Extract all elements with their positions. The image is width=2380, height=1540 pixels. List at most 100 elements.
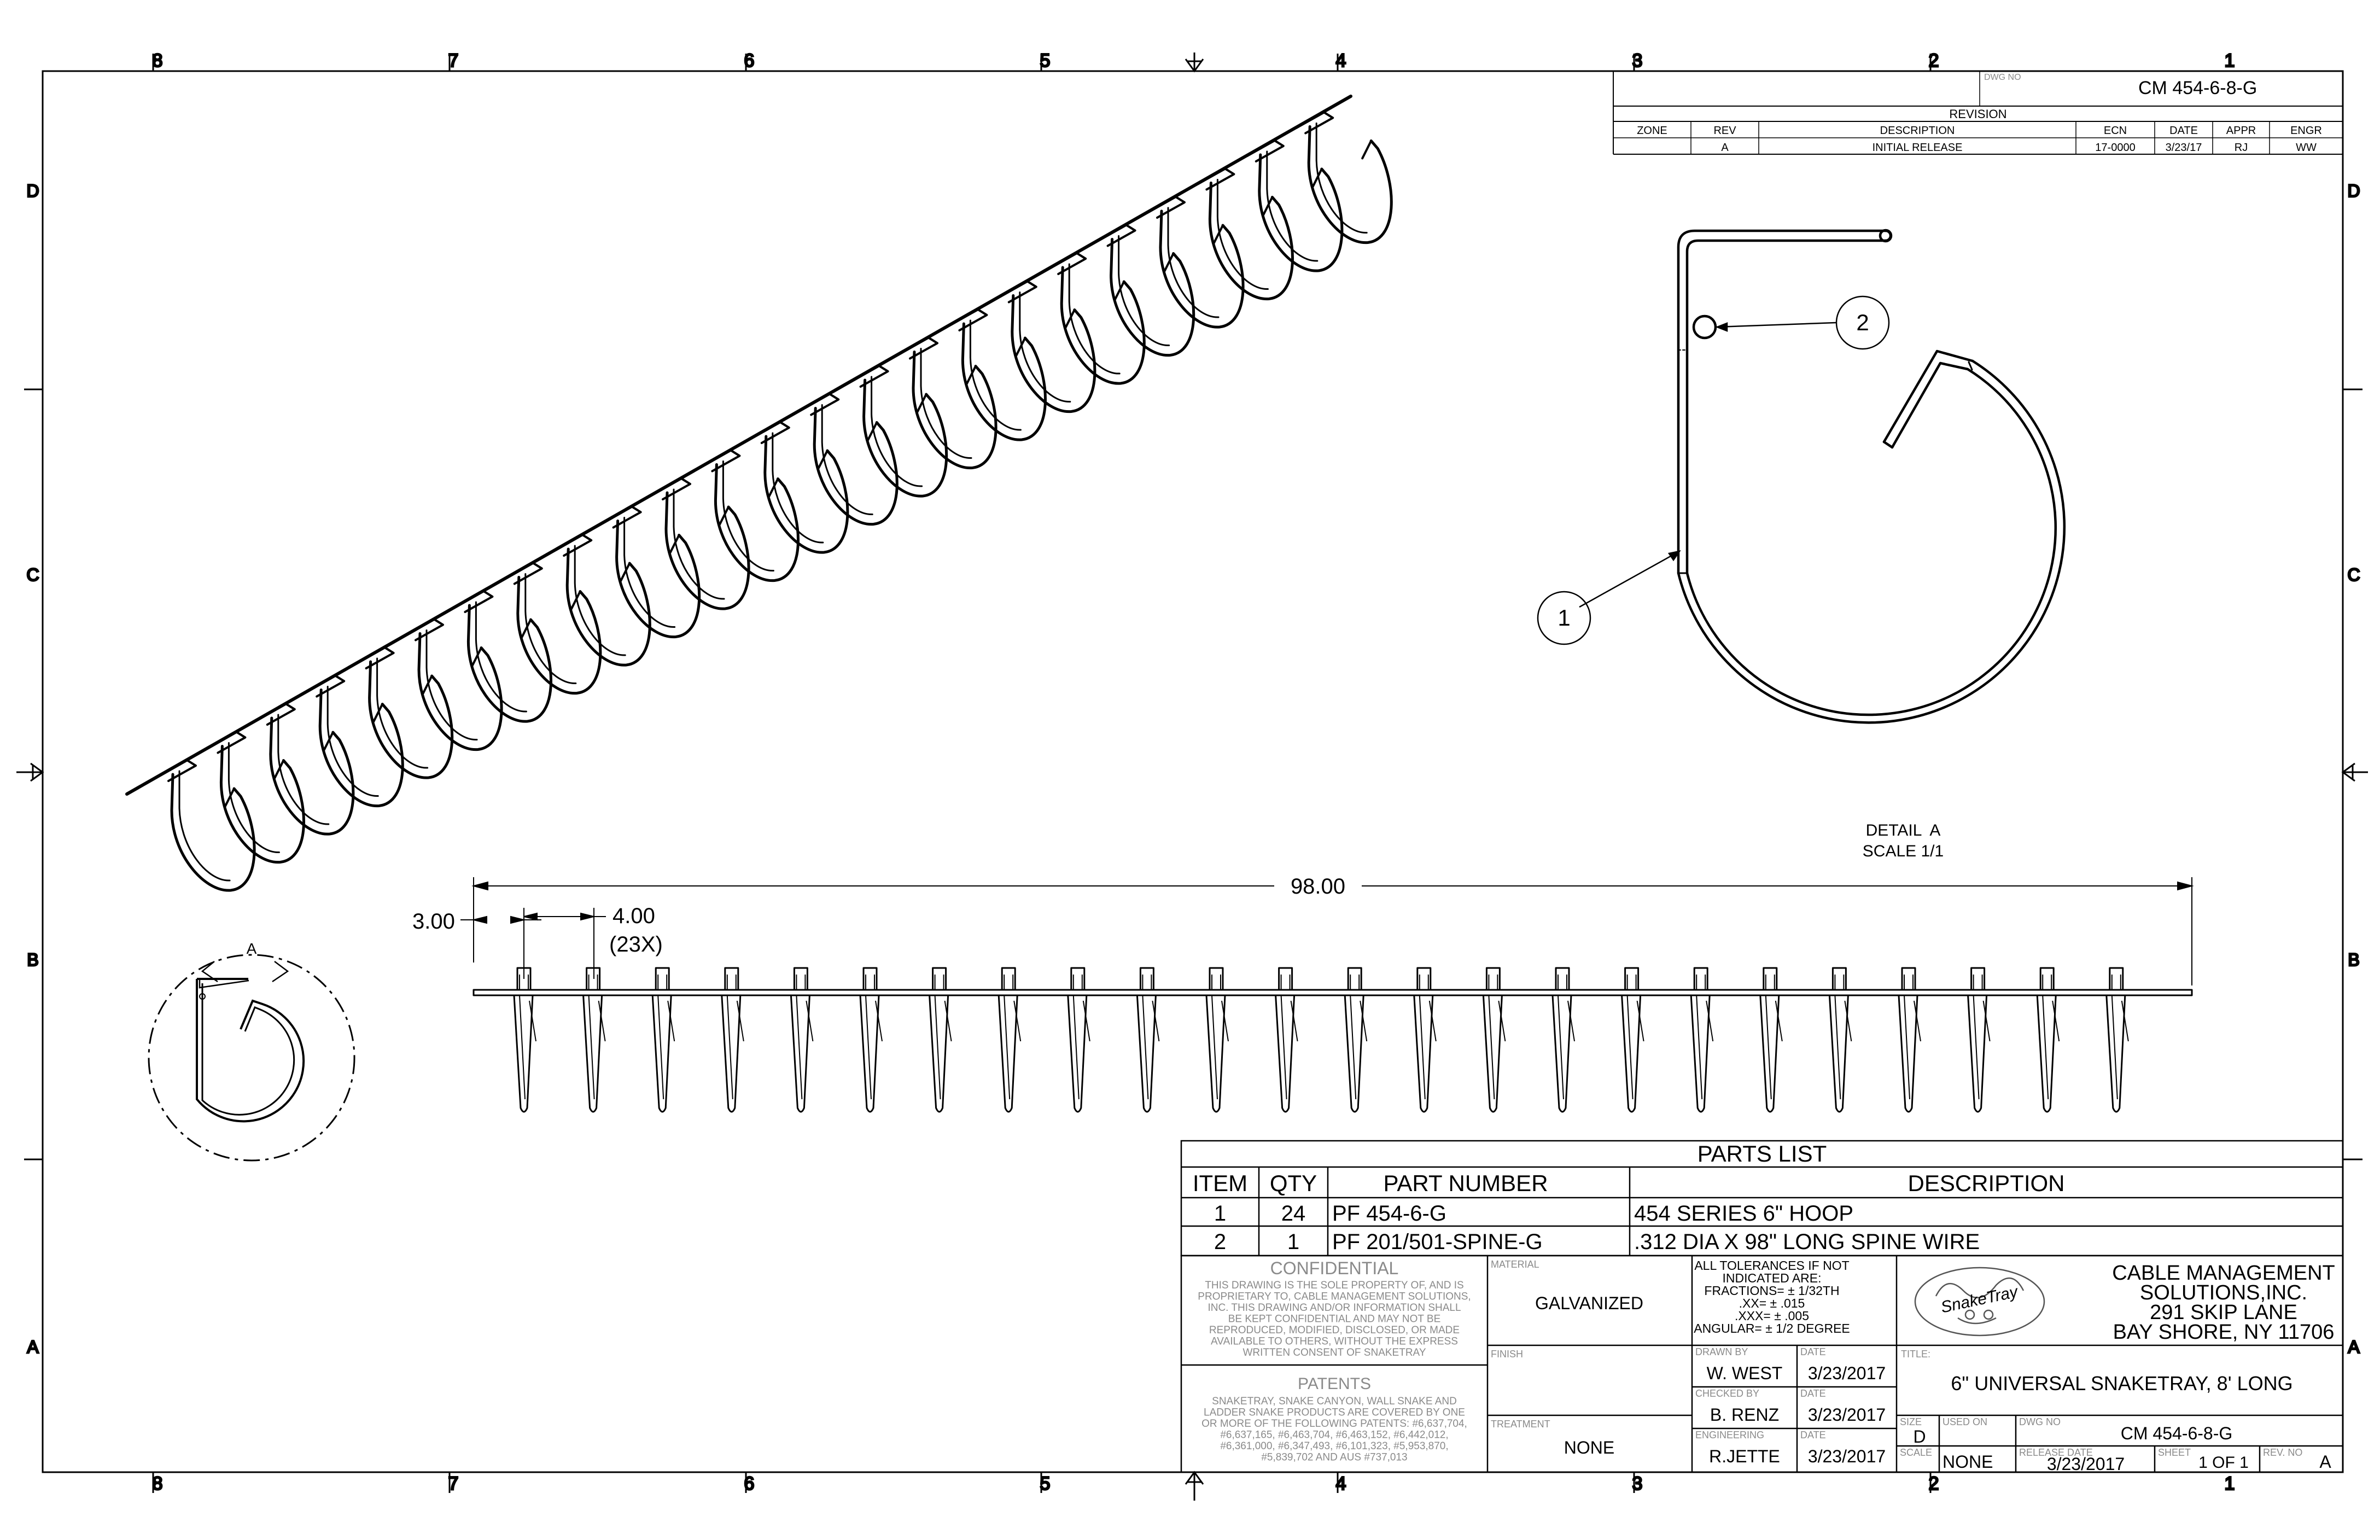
hoop-clip-top [862, 967, 878, 990]
hoop-loop-inner [920, 348, 972, 459]
hoop-leg [998, 995, 1018, 1113]
hoop [702, 449, 800, 582]
hoop-leg-inner [1834, 995, 1852, 1100]
size-label: SIZE [1900, 1416, 1922, 1427]
detail-balloons [1537, 295, 1890, 645]
treatment-label: TREATMENT [1491, 1419, 1550, 1430]
hoop-clip [1246, 139, 1285, 162]
hoop-tip [1114, 281, 1125, 300]
hoop-loop [1208, 182, 1294, 301]
title-label: TITLE: [1901, 1349, 1930, 1360]
hoop-clip [949, 308, 988, 331]
hoop-leg [2036, 995, 2057, 1113]
hoop-elevation [1690, 967, 1714, 1113]
hoop-elevation [1344, 967, 1368, 1113]
hoop-clip-top [1347, 967, 1362, 990]
pitch-dimension: 4.00 [612, 904, 655, 928]
hoop-clip-top [1970, 967, 1986, 990]
hoop-loop-inner [574, 545, 626, 656]
hoop [900, 336, 998, 470]
hoop-clip-inner [2111, 975, 2121, 990]
hoop-loop-inner [475, 601, 527, 713]
sheet-value: 1 OF 1 [2198, 1454, 2249, 1472]
hoop-elevation [513, 967, 536, 1113]
zone-column-label: 5 [1040, 50, 1051, 71]
patents-text-line: OR MORE OF THE FOLLOWING PATENTS: #6,637… [1201, 1418, 1467, 1430]
hoop-clip [900, 336, 938, 360]
parts-list-part-number: PF 201/501-SPINE-G [1332, 1230, 1543, 1254]
hoop-leg-inner [865, 995, 883, 1100]
hoop-loop-inner [1216, 179, 1269, 290]
hoop-clip [307, 674, 346, 698]
hoop-leg [1551, 995, 1572, 1113]
checked-by-label: CHECKED BY [1695, 1388, 1759, 1399]
confidential-text-line: WRITTEN CONSENT OF SNAKETRAY [1243, 1347, 1426, 1358]
hoop-elevation [1205, 967, 1229, 1113]
hoop-leg-inner [1419, 995, 1437, 1100]
hoop [159, 759, 256, 892]
revision-title: REVISION [1949, 107, 2006, 121]
hoop-tip [224, 788, 235, 807]
hoop-loop [615, 520, 701, 639]
hoop-loop [664, 491, 750, 610]
hoop-loop-inner [1068, 263, 1121, 375]
tolerance-line: .XX= ± .015 [1739, 1296, 1805, 1310]
hoop-elevation [2105, 967, 2129, 1113]
zone-column-label: 6 [744, 50, 755, 71]
zone-row-label: A [27, 1337, 39, 1357]
hoop-leg [1690, 995, 1711, 1113]
hoop-tip [1015, 337, 1026, 357]
revision-header: DESCRIPTION [1880, 125, 1955, 137]
hoop [257, 703, 355, 836]
hoop-leg-inner [1558, 995, 1575, 1100]
hoop-leg [1482, 995, 1503, 1113]
hoop-tip [1361, 139, 1373, 160]
drawn-by: W. WEST [1707, 1363, 1783, 1383]
hoop-tip [570, 590, 581, 610]
hoop-clip [801, 393, 840, 416]
material-value: GALVANIZED [1535, 1293, 1643, 1313]
hoop-leg [1413, 995, 1434, 1113]
zone-column-label: 5 [1040, 1473, 1051, 1494]
hoop-clip [1197, 167, 1235, 191]
hoop-tip [719, 506, 730, 526]
hoop-clip-top [932, 967, 947, 990]
revision-cell: 17-0000 [2095, 142, 2135, 154]
hoop-loop-inner [1167, 207, 1220, 318]
hoop-loop-inner [673, 488, 725, 600]
hoop-leg [582, 995, 603, 1113]
tolerance-line: FRACTIONS= ± 1/32TH [1704, 1284, 1839, 1298]
hoop-loop [565, 547, 651, 667]
hoop-clip-top [1624, 967, 1640, 990]
hoop-clip [1048, 252, 1087, 275]
hoop-elevation [721, 967, 744, 1113]
hoop-clip-inner [1904, 975, 1914, 990]
material-label: MATERIAL [1491, 1259, 1539, 1270]
revision-header: DATE [2169, 125, 2198, 137]
hoop-elevation [1898, 967, 1921, 1113]
hoop-clip-top [1139, 967, 1154, 990]
parts-list-description: .312 DIA X 98" LONG SPINE WIRE [1634, 1230, 1980, 1254]
hoop-elevation [1482, 967, 1506, 1113]
zone-column-label: 1 [2225, 1473, 2235, 1494]
patents-text-line: #5,839,702 AND AUS #737,013 [1261, 1452, 1407, 1463]
hoop-leg-inner [1765, 995, 1783, 1100]
zone-column-label: 4 [1336, 1473, 1346, 1494]
hoop-clip [159, 759, 197, 782]
hoop-leg [651, 995, 672, 1113]
hoop-elevation [1967, 967, 1991, 1113]
hoop-loop [466, 604, 552, 723]
hoop [603, 505, 701, 639]
zone-column-label: 2 [1929, 50, 1939, 71]
company-line: BAY SHORE, NY 11706 [2113, 1321, 2335, 1344]
hoop-clip-inner [865, 975, 875, 990]
hoop-clip-inner [1419, 975, 1429, 990]
hoop-clip [208, 731, 247, 754]
zone-row-label: C [2347, 565, 2360, 585]
revision-header: APPR [2226, 125, 2256, 137]
dwg-no-box-label: DWG NO [2019, 1416, 2061, 1427]
hoop-loop-inner [969, 319, 1022, 431]
detail-scale: SCALE 1/1 [1863, 842, 1944, 860]
